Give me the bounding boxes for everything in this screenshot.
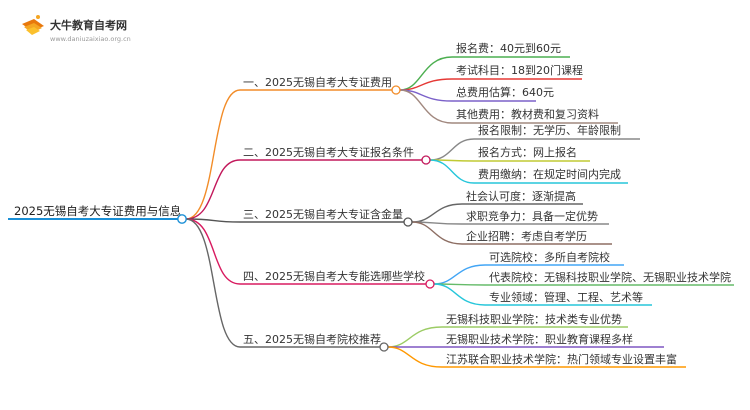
root-label: 2025无锡自考大专证费用与信息 bbox=[14, 204, 181, 218]
branch-4-item-2-connector bbox=[433, 283, 734, 286]
branch-2-item-3: 费用缴纳：在规定时间内完成 bbox=[478, 167, 621, 181]
book-icon bbox=[22, 15, 44, 35]
branch-1-item-2: 考试科目：18到20门课程 bbox=[456, 63, 583, 77]
branch-3-label: 三、2025无锡自考大专证含金量 bbox=[243, 207, 403, 221]
branch-2-item-1: 报名限制：无学历、年龄限制 bbox=[478, 123, 621, 137]
branch-handles[interactable] bbox=[379, 85, 435, 352]
branch-5-label: 五、2025无锡自考院校推荐 bbox=[243, 332, 381, 346]
branch-5-item-3-connector bbox=[387, 346, 686, 368]
branch-3-connector bbox=[185, 218, 404, 223]
branch-2-collapse-handle[interactable] bbox=[421, 155, 431, 165]
branch-3-item-1-connector bbox=[411, 203, 583, 223]
branch-4-item-3-connector bbox=[433, 283, 652, 306]
root-node[interactable]: 2025无锡自考大专证费用与信息 bbox=[8, 204, 187, 224]
brand-url: www.daniuzaixiao.org.cn bbox=[50, 35, 131, 43]
branch-5-item-2: 无锡职业技术学院：职业教育课程多样 bbox=[446, 332, 633, 346]
branch-1-item-4: 其他费用：教材费和复习资料 bbox=[456, 107, 599, 121]
branch-1-connector bbox=[185, 89, 392, 220]
branch-5-connector bbox=[185, 218, 380, 348]
branch-2[interactable]: 二、2025无锡自考大专证报名条件 报名限制：无学历、年龄限制 报名方式：网上报… bbox=[243, 123, 621, 181]
branch-4-item-3: 专业领域：管理、工程、艺术等 bbox=[489, 290, 643, 304]
connector-lines bbox=[185, 56, 734, 368]
branch-1-item-2-connector bbox=[399, 78, 582, 91]
branch-5[interactable]: 五、2025无锡自考院校推荐 无锡科技职业学院：技术类专业优势 无锡职业技术学院… bbox=[243, 312, 677, 366]
branch-3-item-2: 求职竞争力：具备一定优势 bbox=[466, 209, 598, 223]
branch-1-item-1: 报名费：40元到60元 bbox=[456, 41, 561, 55]
branch-5-collapse-handle[interactable] bbox=[379, 342, 389, 352]
branch-3-item-3-connector bbox=[411, 221, 612, 245]
branch-4-collapse-handle[interactable] bbox=[425, 279, 435, 289]
branch-2-connector bbox=[185, 159, 422, 220]
brand-name: 大牛教育自考网 bbox=[50, 18, 127, 32]
branch-1-label: 一、2025无锡自考大专证费用 bbox=[243, 75, 392, 89]
branch-3-collapse-handle[interactable] bbox=[403, 217, 413, 227]
branch-1-item-3: 总费用估算：640元 bbox=[456, 85, 554, 99]
branch-5-item-3: 江苏联合职业技术学院：热门领域专业设置丰富 bbox=[446, 352, 677, 366]
branch-3[interactable]: 三、2025无锡自考大专证含金量 社会认可度：逐渐提高 求职竞争力：具备一定优势… bbox=[243, 189, 598, 243]
branch-3-item-3: 企业招聘：考虑自考学历 bbox=[466, 229, 587, 243]
root-collapse-handle[interactable] bbox=[177, 214, 187, 224]
brand-logo: 大牛教育自考网 www.daniuzaixiao.org.cn bbox=[22, 15, 131, 43]
branch-4-item-2: 代表院校：无锡科技职业学院、无锡职业技术学院 bbox=[489, 270, 731, 284]
branch-1-collapse-handle[interactable] bbox=[391, 85, 401, 95]
branch-2-item-3-connector bbox=[429, 159, 628, 184]
branch-4-connector bbox=[185, 218, 426, 285]
branch-3-item-1: 社会认可度：逐渐提高 bbox=[466, 189, 576, 203]
branch-2-item-2-connector bbox=[429, 159, 590, 162]
branch-2-item-1-connector bbox=[429, 138, 640, 161]
branch-2-item-2: 报名方式：网上报名 bbox=[478, 145, 577, 159]
branch-1[interactable]: 一、2025无锡自考大专证费用 报名费：40元到60元 考试科目：18到20门课… bbox=[243, 41, 599, 121]
branch-2-label: 二、2025无锡自考大专证报名条件 bbox=[243, 145, 414, 159]
branch-5-item-1: 无锡科技职业学院：技术类专业优势 bbox=[446, 312, 622, 326]
branch-4[interactable]: 四、2025无锡自考大专能选哪些学校 可选院校：多所自考院校 代表院校：无锡科技… bbox=[243, 250, 731, 304]
branch-4-label: 四、2025无锡自考大专能选哪些学校 bbox=[243, 269, 425, 283]
branch-1-item-4-connector bbox=[399, 89, 618, 124]
branch-1-item-1-connector bbox=[399, 56, 570, 91]
branch-4-item-1: 可选院校：多所自考院校 bbox=[489, 250, 610, 264]
